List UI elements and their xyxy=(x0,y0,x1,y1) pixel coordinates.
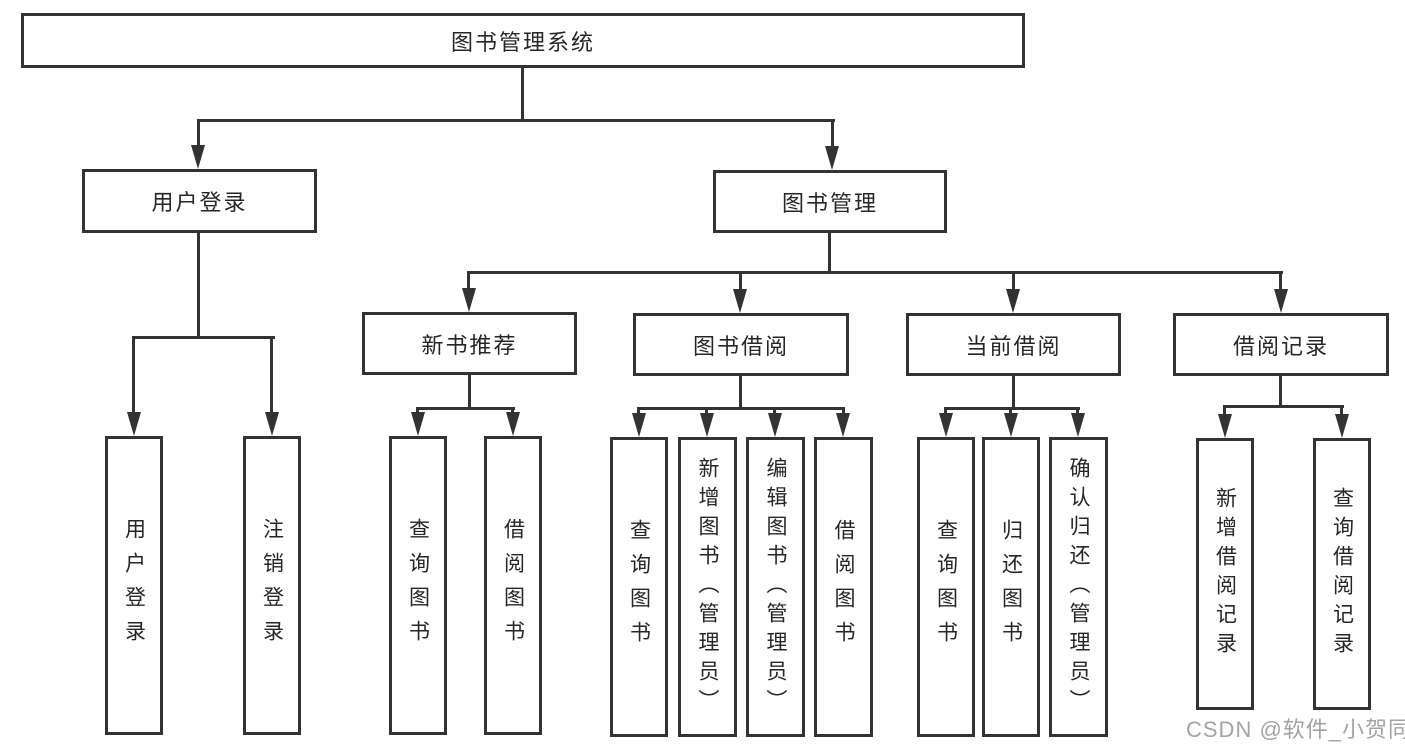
connector-drop xyxy=(637,407,640,418)
arrow-down-icon xyxy=(462,288,476,312)
connector-drop xyxy=(1223,405,1226,417)
leaf-query-borrow-record: 查询借阅记录 xyxy=(1313,438,1371,710)
arrow-down-icon xyxy=(1274,289,1288,313)
arrow-down-icon xyxy=(1006,289,1020,313)
node-borrow-records-label: 借阅记录 xyxy=(1232,333,1329,359)
connector-drop-logout-leaf xyxy=(270,336,273,416)
leaf-borrow-book-label: 借阅图书 xyxy=(832,519,855,655)
connector-bookmgmt-vline xyxy=(828,233,831,274)
leaf-add-borrow-record-label: 新增借阅记录 xyxy=(1213,487,1237,661)
connector-drop-current xyxy=(1012,271,1015,293)
leaf-add-borrow-record: 新增借阅记录 xyxy=(1196,438,1254,710)
connector-userlogin-hline xyxy=(132,336,275,339)
node-new-book-recommend: 新书推荐 xyxy=(362,312,577,375)
leaf-borrow-book: 借阅图书 xyxy=(814,437,873,737)
connector-newbook-vline xyxy=(468,375,471,410)
leaf-query-books-recommend-label: 查询图书 xyxy=(406,517,430,654)
connector-newbook-hline xyxy=(416,407,515,410)
arrow-down-icon xyxy=(768,413,782,437)
leaf-confirm-return-admin: 确认归还（管理员） xyxy=(1049,437,1108,737)
arrow-down-icon xyxy=(191,145,205,169)
connector-drop xyxy=(842,407,845,418)
leaf-return-book-label: 归还图书 xyxy=(999,519,1023,655)
leaf-query-books-recommend: 查询图书 xyxy=(389,436,447,735)
node-user-login-label: 用户登录 xyxy=(151,190,248,215)
leaf-query-borrow-record-label: 查询借阅记录 xyxy=(1330,487,1354,661)
connector-drop xyxy=(1076,407,1079,418)
connector-drop xyxy=(773,407,776,418)
leaf-return-book: 归还图书 xyxy=(982,437,1040,737)
csdn-watermark: CSDN @软件_小贺同学 xyxy=(1186,717,1405,742)
leaf-logout-label: 注销登录 xyxy=(260,517,284,654)
arrow-down-icon xyxy=(1218,414,1232,438)
connector-drop-login-leaf xyxy=(132,336,135,416)
arrow-down-icon xyxy=(506,412,520,436)
connector-drop xyxy=(944,407,947,418)
arrow-down-icon xyxy=(1004,413,1018,437)
connector-drop-borrow xyxy=(739,271,742,293)
node-book-management: 图书管理 xyxy=(713,170,947,233)
node-new-book-recommend-label: 新书推荐 xyxy=(421,332,518,358)
arrow-down-icon xyxy=(411,412,425,436)
leaf-borrow-books-recommend-label: 借阅图书 xyxy=(501,517,525,654)
node-root: 图书管理系统 xyxy=(21,13,1025,68)
node-book-management-label: 图书管理 xyxy=(781,190,878,216)
connector-borrow-hline xyxy=(637,407,845,410)
connector-drop xyxy=(1340,405,1343,417)
node-borrow-records: 借阅记录 xyxy=(1173,313,1389,376)
leaf-query-books-current: 查询图书 xyxy=(917,437,975,737)
leaf-edit-book-admin-label: 编辑图书（管理员） xyxy=(764,456,787,718)
arrow-down-icon xyxy=(939,413,953,437)
leaf-edit-book-admin: 编辑图书（管理员） xyxy=(746,437,805,737)
arrow-down-icon xyxy=(825,146,839,170)
node-book-borrow-label: 图书借阅 xyxy=(692,333,789,359)
arrow-down-icon xyxy=(632,413,646,437)
connector-bookmgmt-hline xyxy=(468,271,1283,274)
leaf-query-books-borrow: 查询图书 xyxy=(610,437,668,737)
node-book-borrow: 图书借阅 xyxy=(633,313,849,376)
leaf-confirm-return-admin-label: 确认归还（管理员） xyxy=(1067,456,1090,718)
connector-records-vline xyxy=(1279,376,1282,408)
connector-root-vline xyxy=(521,68,524,122)
node-user-login: 用户登录 xyxy=(82,169,317,233)
connector-drop xyxy=(705,407,708,418)
connector-drop-book-mgmt xyxy=(831,119,834,149)
leaf-logout: 注销登录 xyxy=(243,436,301,735)
arrow-down-icon xyxy=(733,289,747,313)
node-current-borrow: 当前借阅 xyxy=(906,313,1121,376)
arrow-down-icon xyxy=(265,412,279,436)
leaf-query-books-current-label: 查询图书 xyxy=(934,519,958,655)
connector-userlogin-vline xyxy=(197,233,200,339)
node-root-label: 图书管理系统 xyxy=(450,29,595,55)
node-current-borrow-label: 当前借阅 xyxy=(965,333,1062,359)
arrow-down-icon xyxy=(127,412,141,436)
leaf-borrow-books-recommend: 借阅图书 xyxy=(484,436,542,735)
connector-records-hline xyxy=(1223,405,1344,408)
connector-root-hline xyxy=(198,119,835,122)
connector-drop xyxy=(1009,407,1012,418)
leaf-user-login: 用户登录 xyxy=(105,436,163,735)
arrow-down-icon xyxy=(1071,413,1085,437)
connector-borrow-vline xyxy=(739,376,742,410)
leaf-add-book-admin-label: 新增图书（管理员） xyxy=(696,456,719,718)
connector-drop-user-login xyxy=(197,119,200,149)
leaf-add-book-admin: 新增图书（管理员） xyxy=(678,437,737,737)
connector-drop-newbook xyxy=(467,271,470,293)
arrow-down-icon xyxy=(836,413,850,437)
arrow-down-icon xyxy=(1335,414,1349,438)
connector-current-hline xyxy=(944,407,1080,410)
connector-current-vline xyxy=(1012,376,1015,410)
connector-drop-records xyxy=(1279,271,1282,293)
leaf-user-login-label: 用户登录 xyxy=(122,517,146,654)
arrow-down-icon xyxy=(700,413,714,437)
leaf-query-books-borrow-label: 查询图书 xyxy=(627,519,651,655)
